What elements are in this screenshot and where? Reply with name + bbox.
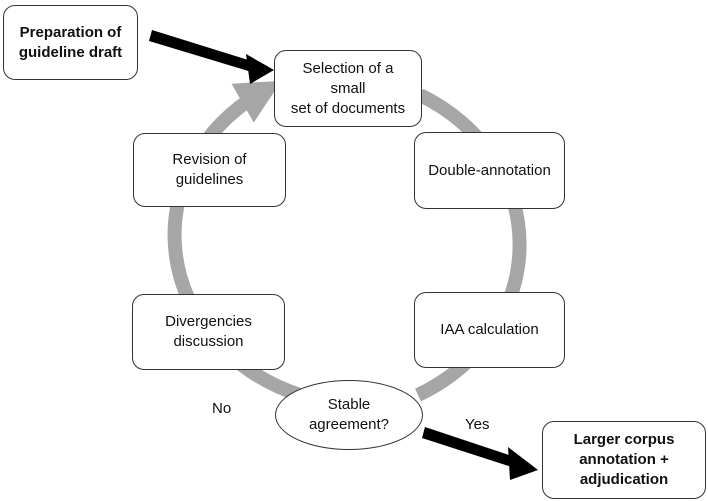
node-divergencies-label: Divergencies discussion bbox=[165, 313, 252, 350]
node-larger-corpus: Larger corpus annotation + adjudication bbox=[542, 421, 706, 499]
node-iaa: IAA calculation bbox=[414, 292, 565, 368]
node-double-annotation-label: Double-annotation bbox=[428, 161, 551, 179]
arrow-preparation-to-selection bbox=[149, 30, 274, 84]
node-selection: Selection of a small set of documents bbox=[274, 50, 422, 127]
edge-label-yes: Yes bbox=[465, 416, 490, 433]
node-larger-corpus-label: Larger corpus annotation + adjudication bbox=[573, 431, 675, 488]
node-stable-agreement-label: Stable agreement? bbox=[308, 396, 390, 433]
node-revision-label: Revision of guidelines bbox=[172, 151, 247, 188]
arrow-stable-to-larger-corpus bbox=[422, 427, 538, 480]
node-divergencies: Divergencies discussion bbox=[132, 294, 285, 370]
node-iaa-label: IAA calculation bbox=[440, 321, 539, 338]
node-selection-label: Selection of a small set of documents bbox=[290, 59, 406, 117]
node-double-annotation: Double-annotation bbox=[414, 132, 565, 209]
edge-label-no: No bbox=[212, 400, 232, 417]
node-stable-agreement: Stable agreement? bbox=[275, 380, 423, 450]
node-preparation: Preparation of guideline draft bbox=[3, 5, 138, 80]
node-preparation-label: Preparation of guideline draft bbox=[18, 23, 123, 61]
node-revision: Revision of guidelines bbox=[133, 133, 286, 207]
